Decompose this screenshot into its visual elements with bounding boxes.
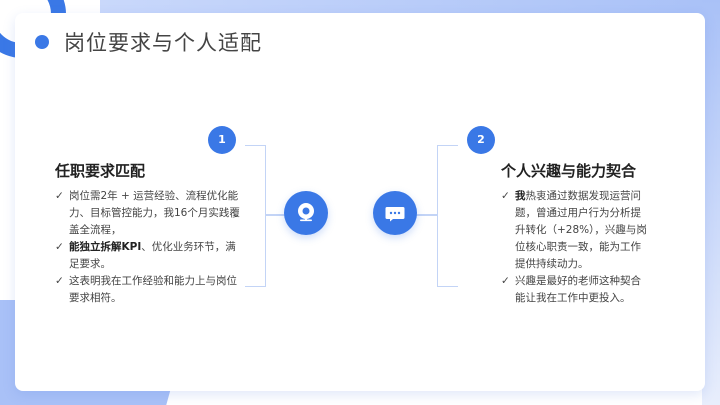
- step-number-2: 2: [467, 126, 495, 154]
- webcam-icon: [284, 191, 328, 235]
- list-item: ✓兴趣是最好的老师这种契合能让我在工作中更投入。: [501, 275, 641, 304]
- check-icon: ✓: [501, 275, 510, 287]
- check-icon: ✓: [55, 190, 64, 202]
- right-connector: [416, 214, 437, 216]
- page-title: 岗位要求与个人适配: [64, 31, 262, 55]
- check-icon: ✓: [501, 190, 510, 202]
- background-band-right: [702, 0, 720, 405]
- list-item: ✓这表明我在工作经验和能力上与岗位要求相符。: [55, 275, 237, 304]
- left-connector: [266, 214, 286, 216]
- content-card: [15, 13, 705, 391]
- list-item: ✓能独立拆解KPI、优化业务环节，满足要求。: [55, 241, 236, 270]
- step-number-1: 1: [208, 126, 236, 154]
- left-heading: 任职要求匹配: [55, 162, 146, 180]
- title-bullet-icon: [35, 35, 49, 49]
- check-icon: ✓: [55, 275, 64, 287]
- right-bracket: [437, 145, 458, 287]
- chat-bubble-icon: [373, 191, 417, 235]
- left-list: ✓岗位需2年 + 运营经验、流程优化能力、目标管控能力，我16个月实践覆盖全流程…: [55, 188, 240, 307]
- list-item: ✓岗位需2年 + 运营经验、流程优化能力、目标管控能力，我16个月实践覆盖全流程…: [55, 190, 240, 236]
- right-heading: 个人兴趣与能力契合: [501, 162, 637, 180]
- right-list: ✓我热衷通过数据发现运营问题，曾通过用户行为分析提升转化（+28%），兴趣与岗位…: [501, 188, 651, 307]
- left-bracket: [245, 145, 266, 287]
- list-item: ✓我热衷通过数据发现运营问题，曾通过用户行为分析提升转化（+28%），兴趣与岗位…: [501, 190, 647, 270]
- check-icon: ✓: [55, 241, 64, 253]
